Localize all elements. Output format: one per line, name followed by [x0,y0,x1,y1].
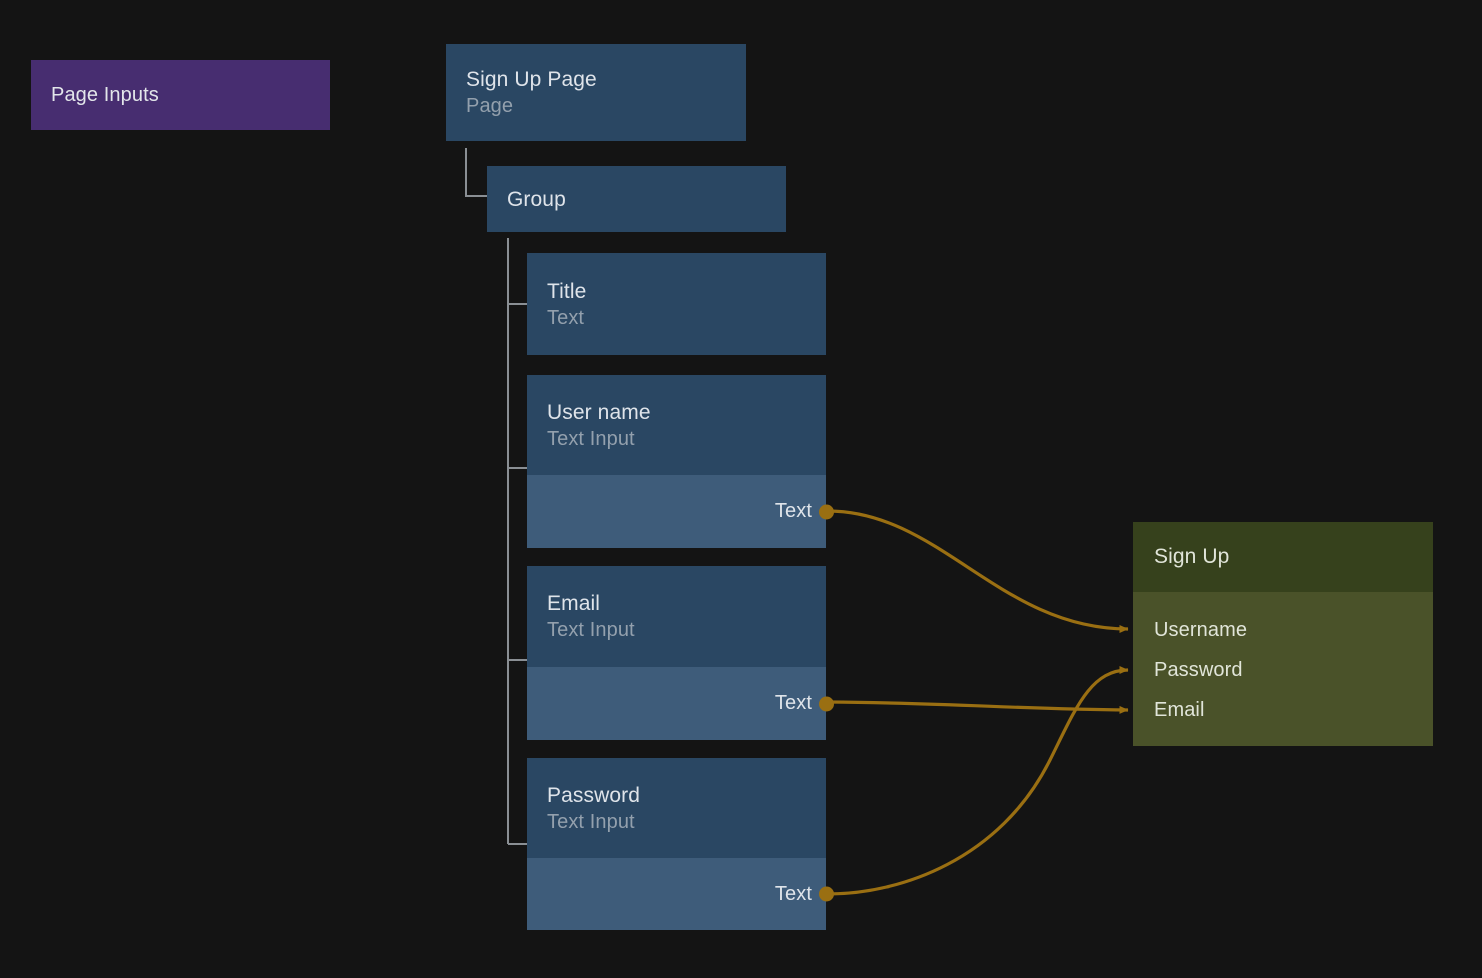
node-subtitle: Text Input [547,427,635,450]
port-label: Username [1154,618,1248,641]
edge-password [827,666,1129,896]
node-title: Password [547,783,641,807]
node-password-header: Password Text Input [527,758,826,858]
node-title: User name [547,400,651,424]
node-title: Title [547,279,587,303]
node-group-header: Group [487,166,786,232]
node-sign-up-action-body: Username Password Email [1133,592,1433,746]
edge-username [827,509,1129,633]
node-sign-up-page-header: Sign Up Page Page [446,44,746,141]
port-label: Password [1154,658,1243,681]
port-connector-dot[interactable] [819,696,834,711]
node-title: Sign Up [1154,545,1230,568]
node-title-text-header: Title Text [527,253,826,355]
output-port-email[interactable]: Text [527,667,834,740]
annotation-label: Page Inputs [51,83,159,106]
node-group[interactable]: Group [487,166,786,232]
node-title: Sign Up Page [466,68,597,91]
port-connector-dot[interactable] [819,886,834,902]
node-sign-up-page[interactable]: Sign Up Page Page [446,44,746,141]
node-subtitle: Page [466,95,514,117]
node-email[interactable]: Email Text Input Text [527,566,834,740]
output-port-password[interactable]: Text [527,858,834,930]
port-connector-dot[interactable] [819,504,834,519]
node-title: Group [507,187,566,211]
input-port-username[interactable]: Username [1133,610,1433,650]
port-label: Text [774,500,812,522]
annotation-page-inputs[interactable]: Page Inputs [31,60,330,130]
port-label: Email [1154,698,1205,721]
port-label: Text [774,882,812,905]
node-title: Email [547,592,601,615]
node-subtitle: Text Input [547,619,635,641]
node-subtitle: Text Input [547,810,635,833]
edge-email [827,700,1129,714]
node-email-header: Email Text Input [527,566,826,667]
node-sign-up-action[interactable]: Sign Up Username Password Email [1133,522,1433,746]
node-sign-up-action-header: Sign Up [1133,522,1433,592]
node-user-name[interactable]: User name Text Input Text [527,375,834,548]
node-subtitle: Text [547,306,585,329]
input-port-password[interactable]: Password [1133,650,1433,690]
output-port-user-name[interactable]: Text [527,475,834,548]
node-user-name-header: User name Text Input [527,375,826,475]
node-password[interactable]: Password Text Input Text [527,758,834,930]
input-port-email[interactable]: Email [1133,690,1433,730]
port-label: Text [774,692,812,714]
tree-line-page-to-group [465,148,487,197]
node-title-text[interactable]: Title Text [527,253,826,355]
